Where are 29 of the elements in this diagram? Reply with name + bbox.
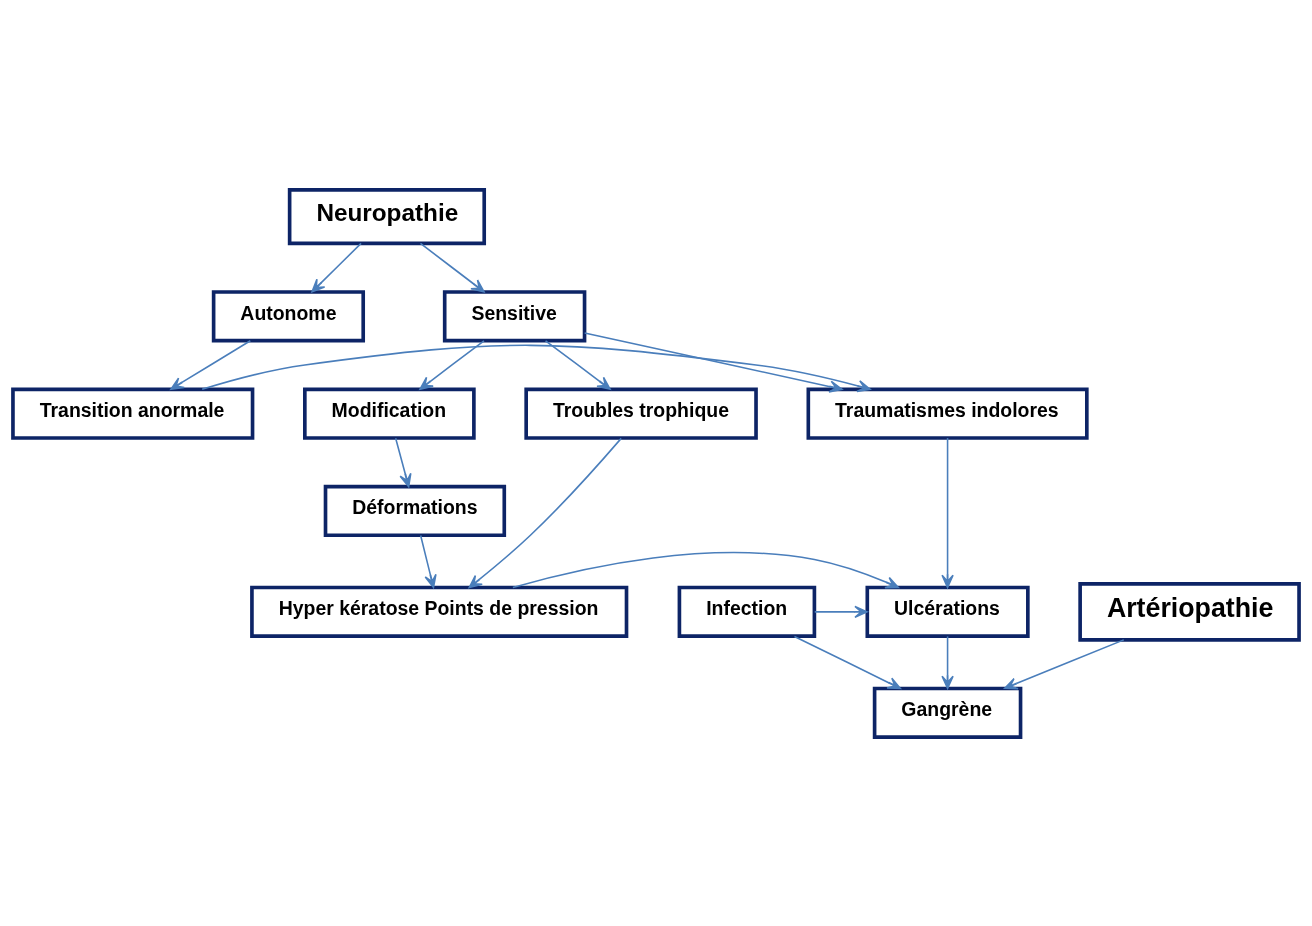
node-box: Traumatismes indolores: [806, 387, 1089, 440]
node-box: Ulcérations: [865, 585, 1030, 638]
arrow: [941, 436, 954, 588]
arrow: [170, 339, 252, 390]
arrow: [941, 635, 954, 689]
arrow: [394, 437, 412, 487]
node-box: Modification: [303, 387, 476, 440]
node-box: Déformations: [323, 484, 507, 537]
arrow: [311, 242, 362, 293]
node-box: Sensitive: [442, 289, 587, 342]
arrow: [419, 242, 485, 293]
arrow: [1003, 638, 1125, 690]
arrow: [468, 437, 622, 588]
node-box: Hyper kératose Points de pression: [250, 585, 629, 638]
node-box: Neuropathie: [287, 187, 487, 245]
node-box: Transition anormale: [11, 387, 255, 440]
arrow: [813, 605, 868, 618]
arrow: [793, 635, 902, 689]
node-box: Autonome: [211, 289, 366, 342]
arrow: [419, 339, 485, 390]
arrow: [419, 534, 437, 588]
arrow: [512, 551, 900, 588]
node-box: Gangrène: [872, 686, 1023, 739]
arrow: [583, 331, 843, 393]
arrow: [201, 344, 871, 392]
node-box: Troubles trophique: [524, 387, 758, 440]
node-box: Infection: [677, 585, 817, 638]
node-box: Artériopathie: [1078, 581, 1301, 642]
arrow: [544, 339, 611, 390]
